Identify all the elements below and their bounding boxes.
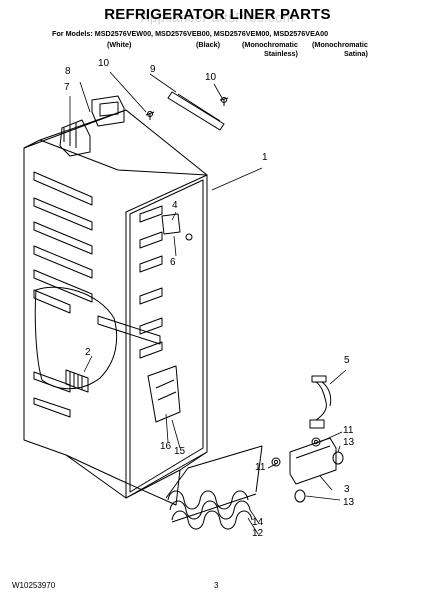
callout-10: 10	[98, 58, 110, 69]
watermark: AppliancePartsPros.com	[140, 10, 295, 25]
part-12-coil	[165, 445, 263, 530]
right-shelf-rails	[97, 205, 163, 359]
part-2-grill	[65, 369, 89, 393]
callout-15: 15	[174, 446, 186, 457]
liner-front-frame	[125, 174, 208, 499]
liner-floor	[65, 454, 181, 499]
callout-9: 9	[150, 64, 156, 75]
variant-white: (White)	[107, 40, 132, 49]
callout-6: 6	[170, 257, 176, 268]
callout-4: 4	[172, 200, 178, 211]
document-number: W10253970	[12, 581, 56, 590]
model-number: MSD2576VEA00	[273, 29, 329, 38]
callout-5: 5	[344, 355, 350, 366]
callout-2: 2	[85, 347, 91, 358]
callout-16: 16	[160, 441, 172, 452]
part-7-housing	[59, 119, 91, 157]
model-number: MSD2576VEM00,	[213, 29, 272, 38]
callout-12: 12	[252, 528, 264, 539]
callout-3: 3	[344, 484, 350, 495]
drain-trough	[147, 365, 181, 423]
air-tower	[34, 286, 118, 390]
model-number: MSD2576VEW00,	[94, 29, 154, 38]
callout-14: 14	[252, 517, 264, 528]
callout-11: 11	[255, 462, 266, 473]
part-10-screws	[145, 97, 229, 120]
part-9-strip	[167, 91, 225, 131]
callout-1: 1	[262, 152, 268, 163]
part-3-light-assembly	[289, 437, 337, 485]
model-number: MSD2576VEB00,	[155, 29, 212, 38]
part-8-bracket	[91, 95, 125, 127]
models-line: For Models: MSD2576VEW00, MSD2576VEB00, …	[52, 29, 328, 38]
page-number: 3	[214, 581, 219, 590]
page-title: REFRIGERATOR LINER PARTS	[104, 6, 331, 23]
callout-7: 7	[64, 82, 70, 93]
variant-stainless: (Monochromatic Stainless)	[242, 40, 298, 58]
callout-13: 13	[343, 437, 355, 448]
part-5-harness	[315, 381, 332, 421]
variant-black: (Black)	[196, 40, 220, 49]
part-4-bracket	[161, 213, 181, 235]
left-shelf-rails	[33, 171, 93, 418]
callout-10: 10	[205, 72, 217, 83]
models-prefix: For Models:	[52, 29, 93, 38]
callout-11: 11	[343, 425, 354, 436]
leader-lines	[69, 71, 347, 535]
callout-13: 13	[343, 497, 355, 508]
liner-top-panel	[23, 139, 208, 176]
liner-back-wall	[23, 109, 208, 506]
callout-8: 8	[65, 66, 71, 77]
variant-satina: (Monochromatic Satina)	[312, 40, 368, 58]
